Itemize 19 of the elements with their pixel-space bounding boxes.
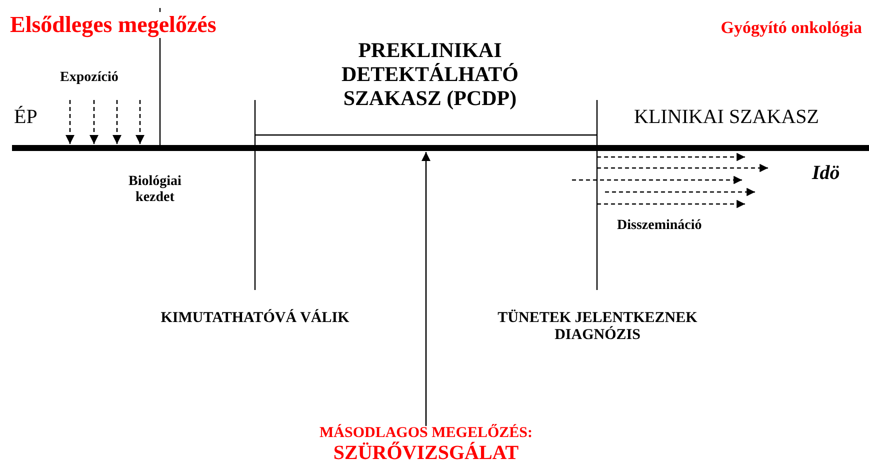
timeline-axis: [12, 145, 869, 151]
stage-label: Biológiai kezdet: [128, 174, 182, 206]
dashed-arrow: [65, 100, 75, 144]
phase-label: KLINIKAI SZAKASZ: [634, 106, 819, 129]
emphasis-text: SZÜRŐVIZSGÁLAT: [332, 442, 520, 464]
stage-label: ÉP: [14, 106, 38, 129]
phase-label: PREKLINIKAI DETEKTÁLHATÓ SZAKASZ (PCDP): [340, 38, 520, 110]
dashed-arrow: [135, 100, 145, 144]
milestone-label: TÜNETEK JELENTKEZNEK DIAGNÓZIS: [496, 310, 698, 344]
stage-label: Disszemináció: [617, 218, 702, 234]
section-heading: Elsődleges megelőzés: [10, 12, 216, 38]
milestone-label: KIMUTATHATÓVÁ VÁLIK: [160, 310, 350, 328]
axis-label: Idö: [812, 162, 840, 185]
arrow: [421, 152, 431, 426]
section-heading: Gyógyító onkológia: [720, 18, 862, 38]
heading-text: MÁSODLAGOS MEGELŐZÉS:: [318, 425, 534, 442]
stage-label: Expozíció: [60, 70, 118, 86]
dashed-arrow: [112, 100, 122, 144]
dashed-arrow: [89, 100, 99, 144]
